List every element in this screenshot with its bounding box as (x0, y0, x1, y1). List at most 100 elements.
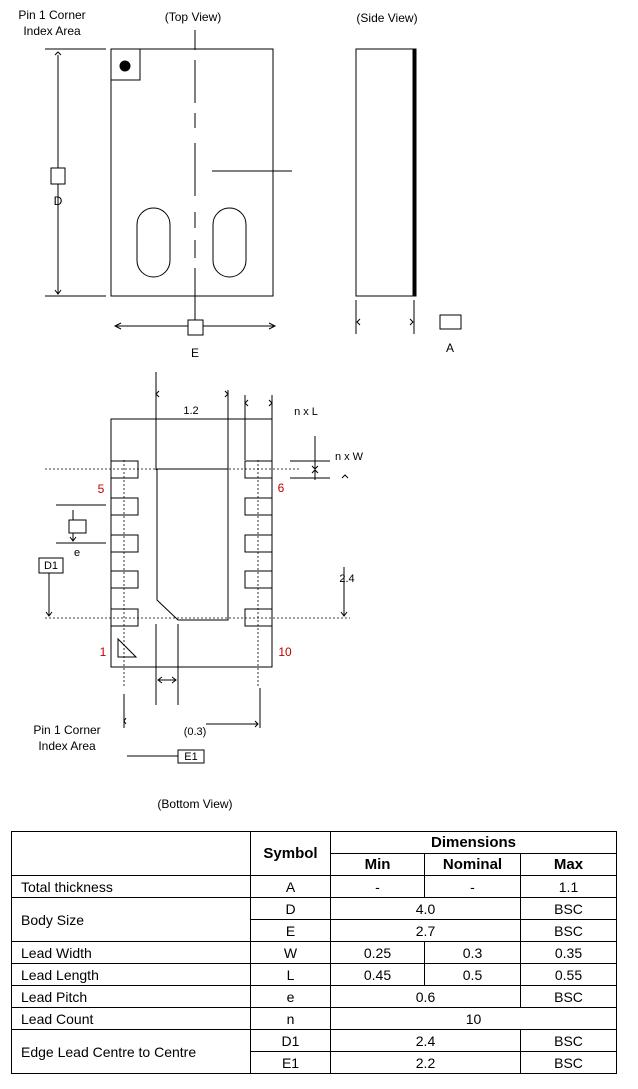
table-row: Lead Pitch e 0.6 BSC (11, 985, 618, 1008)
row-max: BSC (519, 985, 618, 1008)
bottom-view-title: (Bottom View) (157, 797, 232, 811)
bottom-dim-d1: D1 (44, 560, 58, 572)
row-max: BSC (519, 1029, 618, 1052)
row-symbol: A (250, 875, 331, 898)
row-max: 1.1 (519, 875, 618, 898)
side-view-body-outline (355, 48, 415, 297)
table-row: Lead Width W 0.25 0.3 0.35 (11, 941, 618, 964)
table-row: Lead Length L 0.45 0.5 0.55 (11, 963, 618, 986)
top-dim-e: E (191, 346, 199, 360)
row-name: Lead Count (11, 1007, 251, 1030)
lead-pad-3 (110, 534, 139, 553)
header-symbol: Symbol (250, 831, 331, 876)
bottom-dim-e: e (74, 547, 80, 559)
row-max: BSC (519, 897, 618, 920)
side-view-lead-edge (412, 48, 417, 297)
top-view-slot-right (212, 207, 247, 278)
bottom-view-body-outline (110, 418, 273, 668)
header-blank (11, 831, 251, 876)
lead-pad-2 (110, 570, 139, 589)
dimensions-table: Symbol Dimensions Min Nominal Max Total … (11, 831, 618, 1074)
top-pin1-label-line1: Pin 1 Corner (18, 8, 85, 22)
side-view (355, 48, 462, 334)
row-nominal: 0.3 (424, 941, 521, 964)
table-subheader-row: Min Nominal Max (12, 853, 618, 876)
row-nominal: 0.6 (330, 985, 521, 1008)
row-min: 0.25 (330, 941, 425, 964)
pin-label-6: 6 (278, 481, 285, 495)
lead-pad-9 (244, 570, 273, 589)
lead-pad-10 (244, 608, 273, 627)
top-view-title: (Top View) (165, 10, 221, 24)
row-symbol: e (250, 985, 331, 1008)
pin-label-5: 5 (98, 482, 105, 496)
row-name: Edge Lead Centre to Centre (11, 1029, 251, 1074)
header-dimensions: Dimensions (329, 831, 618, 854)
row-name: Lead Pitch (11, 985, 251, 1008)
row-name: Lead Width (11, 941, 251, 964)
row-max: BSC (519, 919, 618, 942)
row-name: Body Size (11, 897, 251, 942)
row-symbol: W (250, 941, 331, 964)
row-nominal: 2.2 (330, 1051, 521, 1074)
bottom-dim-pad-height: 2.4 (339, 573, 354, 585)
row-symbol: L (250, 963, 331, 986)
row-max: BSC (519, 1051, 618, 1074)
row-nominal: 4.0 (330, 897, 521, 920)
row-nominal: 2.7 (330, 919, 521, 942)
header-min: Min (330, 853, 425, 876)
bottom-dim-nxl: n x L (294, 406, 318, 418)
lead-pad-7 (244, 497, 273, 516)
table-row: Edge Lead Centre to Centre D1 2.4 BSC (11, 1029, 618, 1074)
exposed-pad (156, 468, 229, 621)
row-max: 0.55 (519, 963, 618, 986)
lead-pad-8 (244, 534, 273, 553)
pin-label-1: 1 (100, 645, 107, 659)
pin1-index-area (110, 48, 141, 81)
top-view-slot-left (136, 207, 171, 278)
row-min: - (330, 875, 425, 898)
top-view-body-outline (110, 48, 274, 297)
bottom-dim-pad-width: 1.2 (183, 405, 198, 417)
row-max: 0.35 (519, 941, 618, 964)
table-header-row: Symbol Dimensions (11, 831, 618, 876)
bottom-dim-nxw: n x W (335, 451, 364, 463)
row-symbol: E (250, 919, 331, 942)
top-view (45, 30, 292, 336)
row-nominal: 10 (329, 1007, 618, 1030)
bottom-view (38, 372, 350, 764)
pin1-dot (119, 60, 131, 72)
side-view-title: (Side View) (356, 11, 417, 25)
lead-pad-6 (244, 460, 273, 479)
table-row: Lead Count n 10 (11, 1007, 618, 1030)
row-symbol: D (250, 897, 331, 920)
side-dim-a: A (446, 341, 454, 355)
table-row: Total thickness A - - 1.1 (11, 875, 618, 898)
row-nominal: 0.5 (424, 963, 521, 986)
row-name: Total thickness (11, 875, 251, 898)
row-symbol: D1 (250, 1029, 331, 1052)
bottom-dim-ref: (0.3) (184, 726, 207, 738)
row-name: Lead Length (11, 963, 251, 986)
bottom-dim-e1: E1 (184, 751, 197, 763)
header-max: Max (519, 853, 618, 876)
table-row: E 2.7 BSC (12, 919, 618, 942)
row-nominal: 2.4 (330, 1029, 521, 1052)
row-symbol: E1 (250, 1051, 331, 1074)
top-pin1-label-line2: Index Area (23, 24, 81, 38)
table-row: Body Size D 4.0 BSC (11, 897, 618, 942)
lead-pad-1 (110, 608, 139, 627)
top-dim-d: D (54, 194, 63, 208)
pin-label-10: 10 (278, 645, 292, 659)
lead-pad-5 (110, 460, 139, 479)
row-nominal: - (424, 875, 521, 898)
lead-pad-4 (110, 497, 139, 516)
row-min: 0.45 (330, 963, 425, 986)
row-symbol: n (250, 1007, 331, 1030)
pin1-triangle (117, 637, 138, 658)
table-row: E1 2.2 BSC (12, 1051, 618, 1074)
header-nominal: Nominal (424, 853, 521, 876)
bottom-pin1-label-line2: Index Area (38, 739, 96, 753)
package-drawing: Pin 1 Corner Index Area (Top View) D E (… (18, 8, 462, 811)
bottom-pin1-label-line1: Pin 1 Corner (33, 723, 100, 737)
